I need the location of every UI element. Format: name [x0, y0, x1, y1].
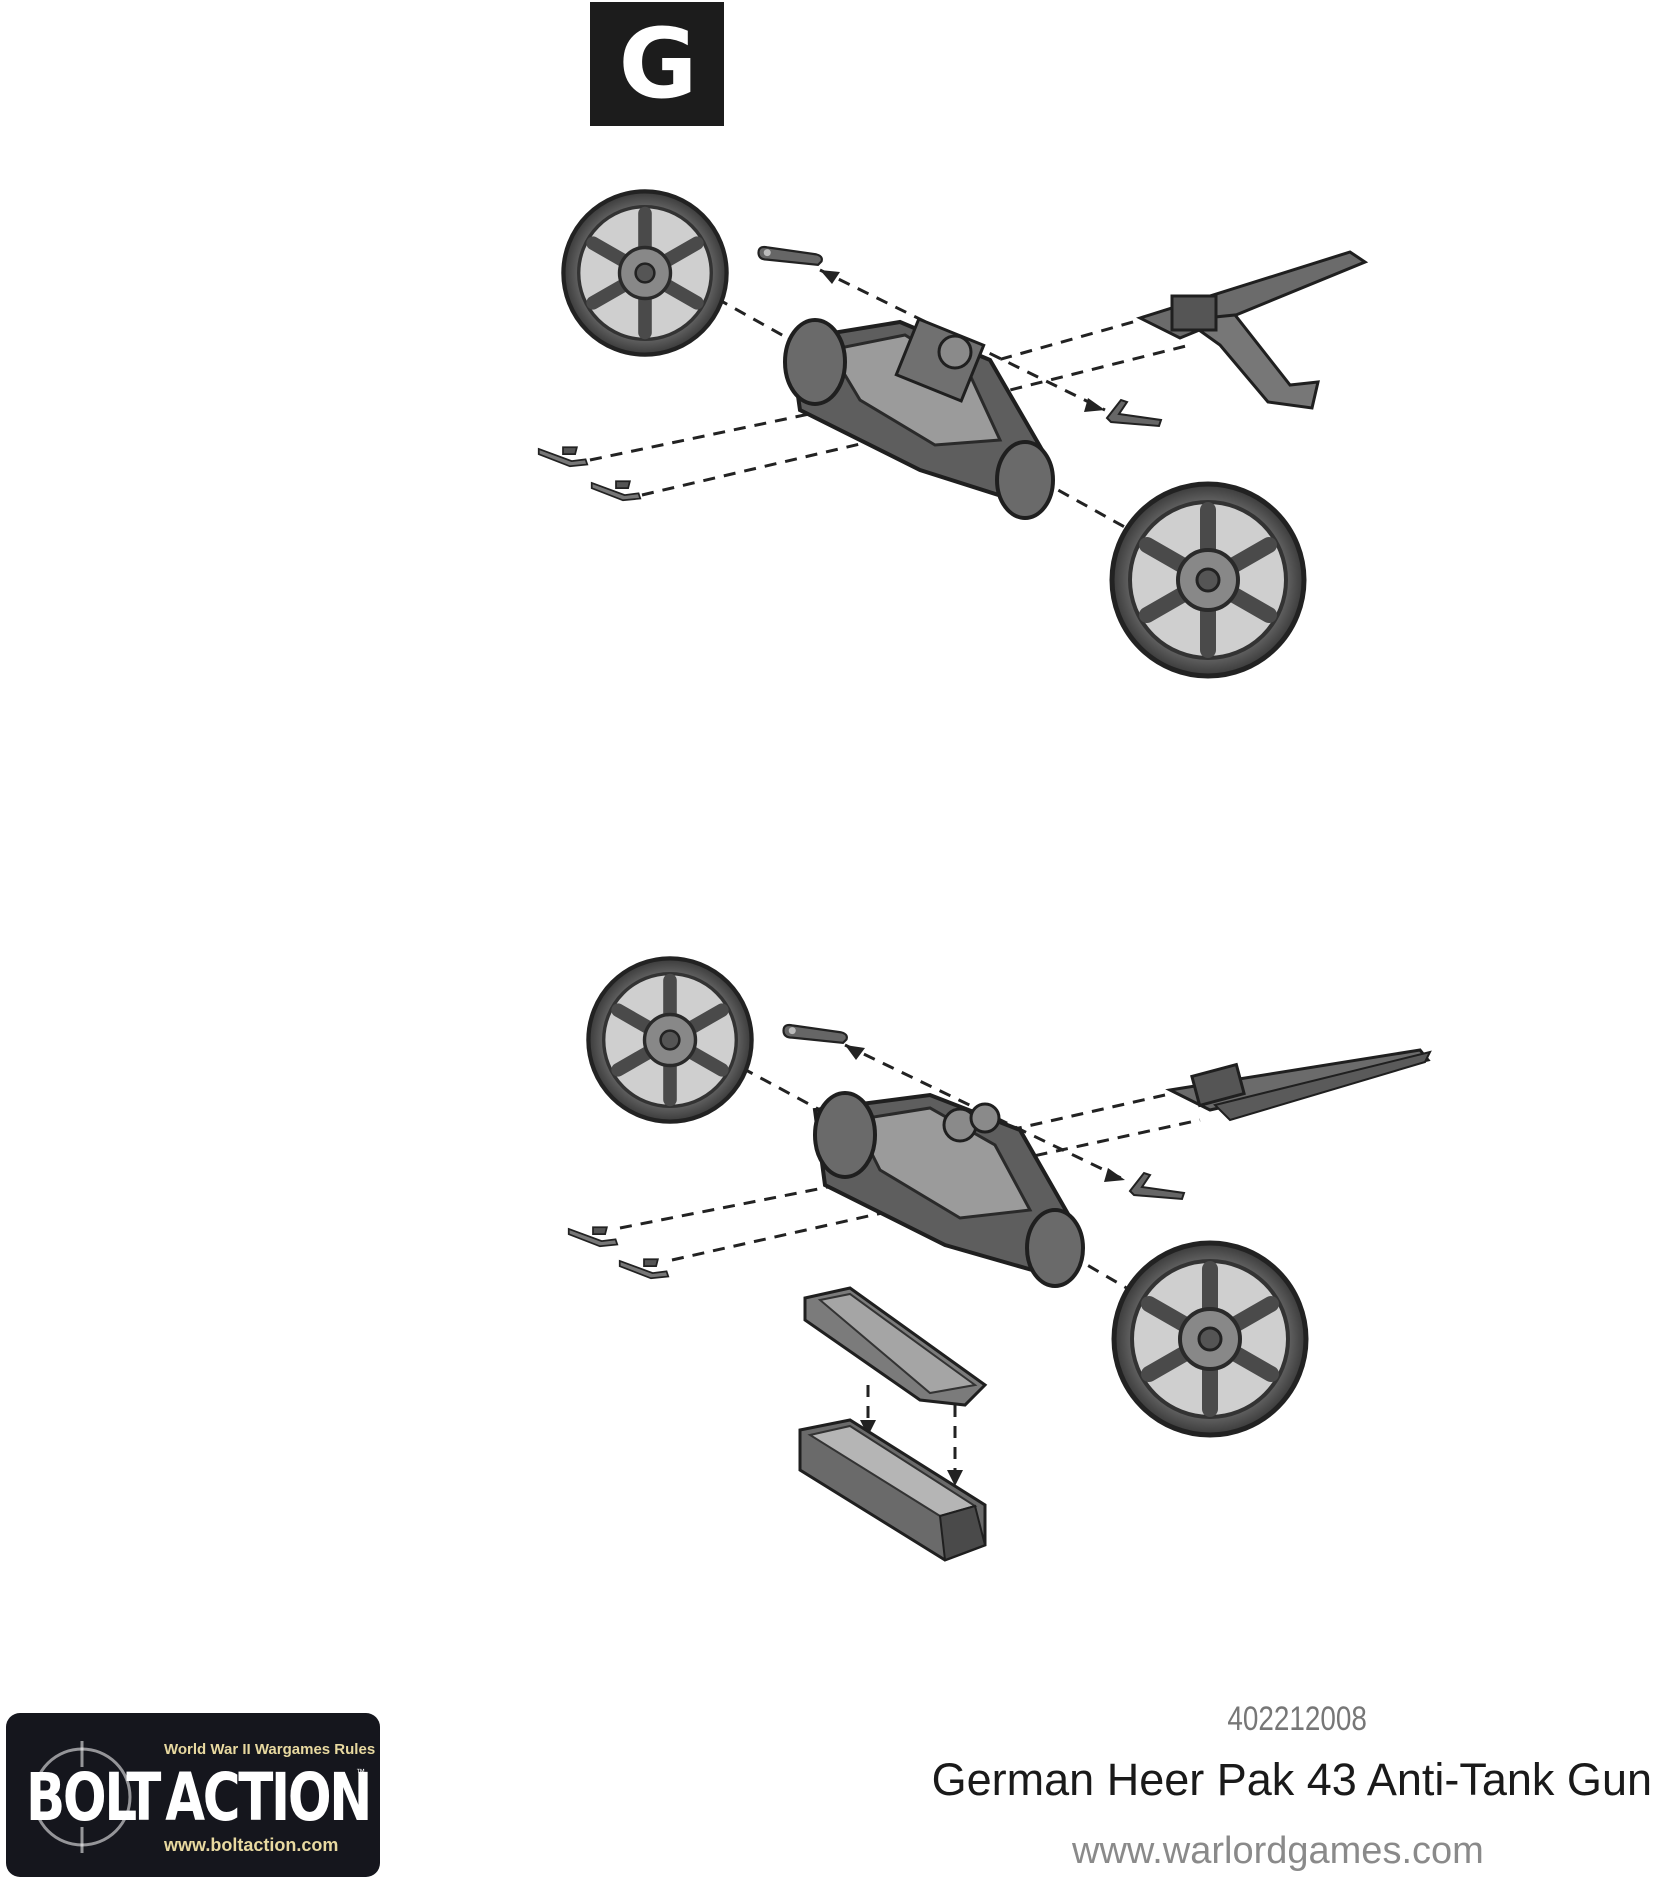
bolt-action-logo: World War II Wargames Rules BOLTACTION ™…	[6, 1713, 380, 1877]
logo-wordmark: BOLTACTION	[26, 1765, 372, 1831]
logo-trademark: ™	[356, 1767, 365, 1777]
bracket-top-upper	[757, 245, 824, 267]
carriage-upper	[783, 317, 1055, 520]
logo-tagline: World War II Wargames Rules	[164, 1741, 376, 1758]
clip-b-lower	[618, 1257, 670, 1280]
lower-assembly	[567, 958, 1432, 1562]
right-wheel-lower	[1114, 1243, 1306, 1435]
ammo-box	[798, 1418, 987, 1562]
logo-word-bolt: BOLT	[26, 1759, 161, 1836]
pin-right-lower	[1128, 1171, 1186, 1201]
step-badge: G	[590, 2, 724, 126]
clip-a-upper	[537, 445, 589, 468]
product-name: German Heer Pak 43 Anti-Tank Gun	[931, 1754, 1652, 1805]
logo-url: www.boltaction.com	[164, 1835, 339, 1855]
product-code: 402212008	[1227, 1700, 1367, 1738]
website-link[interactable]: www.warlordgames.com	[1072, 1830, 1484, 1872]
trail-lower	[1165, 1048, 1432, 1122]
left-wheel-upper	[563, 191, 726, 354]
upper-assembly	[537, 191, 1369, 676]
step-letter: G	[618, 8, 698, 120]
bracket-top-lower	[782, 1023, 849, 1045]
right-wheel-upper	[1112, 484, 1304, 676]
left-wheel-lower	[588, 958, 751, 1121]
clip-b-upper	[590, 479, 642, 502]
clip-a-lower	[567, 1225, 619, 1248]
pin-right-upper	[1105, 398, 1163, 428]
crosshair-icon	[32, 1741, 132, 1853]
carriage-lower	[812, 1091, 1085, 1288]
assembly-diagram	[537, 0, 1432, 1562]
logo-word-action: ACTION	[165, 1759, 372, 1836]
trail-upper	[1136, 250, 1369, 410]
shield-plate	[803, 1286, 988, 1407]
